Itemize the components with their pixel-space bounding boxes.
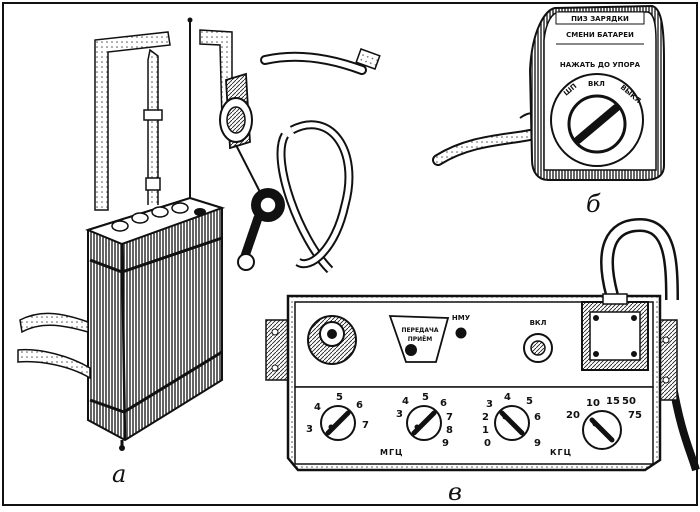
svg-text:8: 8 <box>446 425 453 436</box>
svg-text:9: 9 <box>442 438 449 449</box>
dial-1[interactable]: 3 4 5 6 7 <box>306 392 369 441</box>
indicator-lamp <box>455 327 467 339</box>
caption-b: б <box>586 190 601 218</box>
waist-belt-lower <box>17 348 91 380</box>
mode-plate-line2: ПРИЁМ <box>408 336 433 343</box>
svg-text:7: 7 <box>362 420 369 431</box>
svg-text:5: 5 <box>526 396 533 407</box>
dial-3[interactable]: 0 1 2 3 4 5 6 9 <box>482 392 541 449</box>
caption-v: в <box>448 478 462 506</box>
unit-khz: КГЦ <box>550 448 572 457</box>
mode-switch[interactable] <box>405 344 417 356</box>
svg-text:0: 0 <box>484 438 491 449</box>
image-frame <box>2 2 698 506</box>
svg-text:6: 6 <box>534 412 541 423</box>
carrying-strap <box>94 31 171 211</box>
svg-text:15: 15 <box>606 396 620 407</box>
knob-label-mid: ВКЛ <box>588 80 605 88</box>
svg-text:2: 2 <box>482 412 489 423</box>
svg-text:7: 7 <box>446 412 453 423</box>
dial-2[interactable]: 3 4 5 6 7 8 9 <box>396 392 453 449</box>
push-instruction: НАЖАТЬ ДО УПОРА <box>560 61 641 69</box>
figure-b-switch-unit: ПИЗ ЗАРЯДКИ СМЕНИ БАТАРЕИ НАЖАТЬ ДО УПОР… <box>432 4 665 218</box>
svg-text:3: 3 <box>306 424 313 435</box>
headset <box>219 48 381 274</box>
svg-text:5: 5 <box>422 392 429 403</box>
svg-text:3: 3 <box>486 399 493 410</box>
strap-buckle <box>143 109 163 121</box>
figure-v-control-panel: ПЕРЕДАЧА ПРИЁМ НМУ ВКЛ 3 4 5 6 7 3 4 5 <box>265 217 700 506</box>
svg-text:4: 4 <box>504 392 511 403</box>
svg-text:10: 10 <box>586 398 600 409</box>
svg-text:50: 50 <box>622 396 636 407</box>
unit-mhz: МГЦ <box>380 448 403 457</box>
svg-text:5: 5 <box>336 392 343 403</box>
lamp-label: НМУ <box>452 314 471 322</box>
mode-plate <box>388 315 450 363</box>
waist-belt-left <box>19 312 89 334</box>
svg-text:6: 6 <box>356 400 363 411</box>
warning-line-1: ПИЗ ЗАРЯДКИ <box>571 15 629 23</box>
left-bracket <box>265 319 289 381</box>
toggle-label: ВКЛ <box>530 319 547 327</box>
warning-line-2: СМЕНИ БАТАРЕИ <box>566 31 634 39</box>
svg-text:75: 75 <box>628 410 642 421</box>
knob-pointer <box>574 104 620 144</box>
svg-text:3: 3 <box>396 409 403 420</box>
svg-text:9: 9 <box>534 438 541 449</box>
svg-text:20: 20 <box>566 410 580 421</box>
svg-text:1: 1 <box>482 425 489 436</box>
svg-text:4: 4 <box>402 396 409 407</box>
svg-text:4: 4 <box>314 402 321 413</box>
dial-4[interactable]: 10 15 20 50 75 <box>566 396 642 450</box>
figure-a-radio-set: а <box>17 17 381 488</box>
svg-text:6: 6 <box>440 398 447 409</box>
top-knobs <box>111 202 206 232</box>
shoulder-strap <box>147 48 159 205</box>
mode-plate-line1: ПЕРЕДАЧА <box>401 327 438 334</box>
caption-a: а <box>112 460 126 488</box>
